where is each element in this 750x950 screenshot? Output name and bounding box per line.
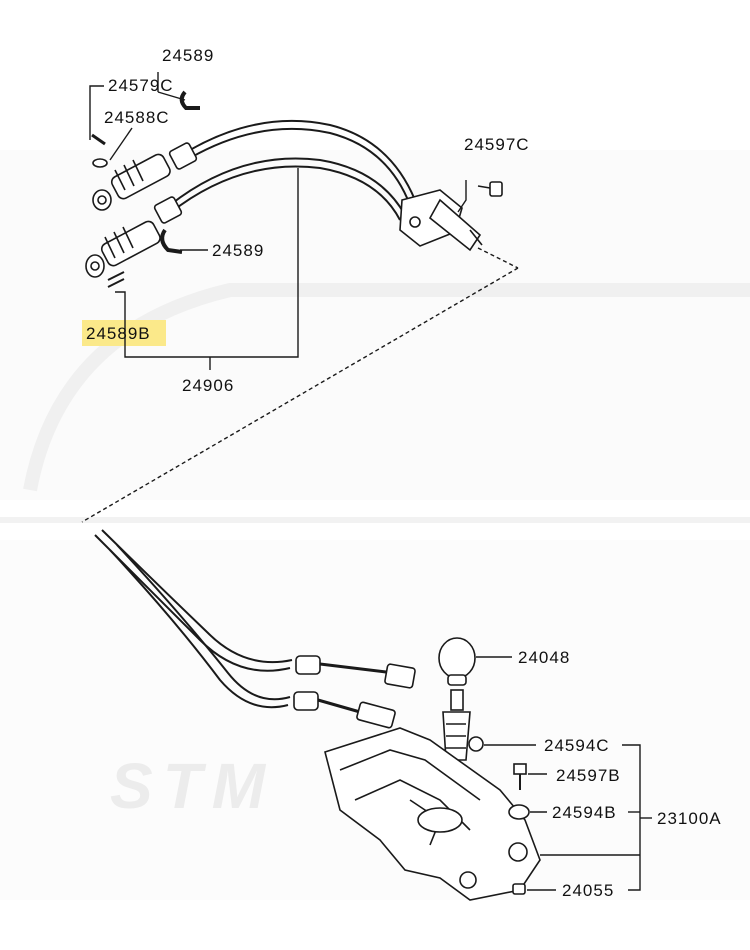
leader-lines-lower — [484, 744, 652, 891]
upper-cable-assembly — [85, 90, 503, 288]
label-24055: 24055 — [562, 881, 614, 900]
label-24594B: 24594B — [552, 803, 617, 822]
label-24597C: 24597C — [464, 135, 530, 154]
label-24589B: 24589B — [86, 324, 151, 343]
label-24597B: 24597B — [556, 766, 621, 785]
shifter-assembly — [324, 637, 541, 901]
lower-cable-assembly — [94, 529, 416, 729]
label-24048: 24048 — [518, 648, 570, 667]
label-24579C: 24579C — [108, 76, 174, 95]
label-24589-top: 24589 — [162, 46, 214, 65]
leader-lines-upper — [81, 72, 519, 523]
part-labels: 24589 24579C 24588C 24597C 24589 24589B … — [86, 46, 722, 900]
watermark-text: STM — [110, 750, 275, 822]
highlight-24589B — [82, 320, 166, 346]
label-24594C: 24594C — [544, 736, 610, 755]
label-23100A: 23100A — [657, 809, 722, 828]
label-24906: 24906 — [182, 376, 234, 395]
label-24588C: 24588C — [104, 108, 170, 127]
label-24589-mid: 24589 — [212, 241, 264, 260]
